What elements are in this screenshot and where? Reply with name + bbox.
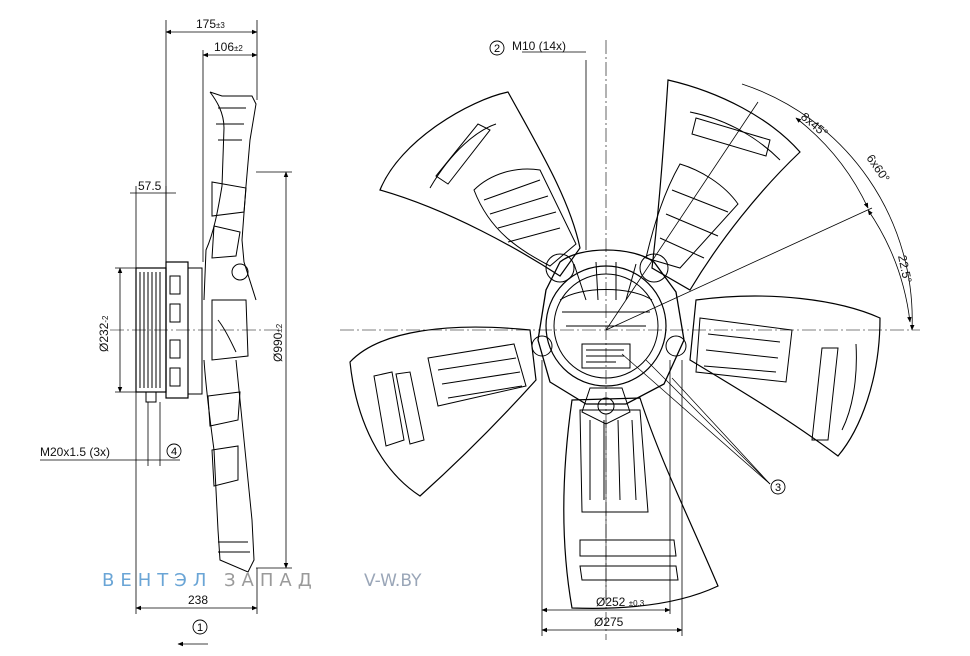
callout-1-circle (192, 619, 208, 635)
watermark-brand-grey: ЗАПАД (224, 570, 318, 591)
angle-dimensions (522, 51, 915, 331)
callout-1-label: 1 (197, 622, 203, 634)
dim-fan-diameter: Ø990±2 (271, 323, 285, 362)
dim-mount-thread: M10 (14x) (512, 39, 566, 53)
callout-2-circle (489, 40, 505, 56)
dim-motor-offset: 57.5 (138, 179, 162, 193)
blade-right (689, 295, 881, 457)
callout-2-label: 2 (494, 43, 500, 55)
watermark-url: V-W.BY (364, 571, 422, 591)
dim-depth-total: 175±3 (196, 17, 225, 31)
labels: 175±3 106±2 57.5 Ø232-2 Ø990±2 M20x1.5 (… (40, 17, 915, 629)
watermark: ВЕНТЭЛ ЗАПАД V-W.BY (102, 570, 422, 591)
motor-body (135, 261, 203, 403)
blade-bottom (563, 397, 719, 609)
callout-4-label: 4 (171, 446, 177, 458)
callouts (166, 40, 786, 635)
blade-upper-left (379, 91, 581, 277)
side-view (40, 20, 292, 647)
front-view (340, 40, 920, 640)
dim-angle-offset: 22.5° (895, 254, 915, 285)
dim-bolt-circle: Ø252 ±0.3 (596, 595, 645, 609)
dim-pitch-a: 8x45° (798, 110, 831, 141)
callout-3-circle (770, 479, 786, 495)
dim-flange-diameter: Ø275 (594, 615, 624, 629)
blade-upper-right (645, 79, 801, 291)
blade-profile (203, 91, 257, 573)
dim-motor-diameter: Ø232-2 (97, 315, 111, 352)
callout-4-circle (166, 443, 182, 459)
blade-left (349, 326, 537, 497)
dim-hub-depth: 106±2 (214, 40, 243, 54)
callout-leaders (621, 353, 771, 485)
callout-3-label: 3 (775, 482, 781, 494)
dim-pitch-b: 6x60° (864, 152, 893, 185)
dim-cable-gland: M20x1.5 (3x) (40, 445, 110, 459)
side-dimensions (40, 20, 292, 647)
front-bottom-dimensions (541, 360, 683, 636)
motor-hub (531, 249, 687, 425)
watermark-brand-blue: ВЕНТЭЛ (102, 570, 212, 591)
dim-overall-depth: 238 (188, 593, 208, 607)
